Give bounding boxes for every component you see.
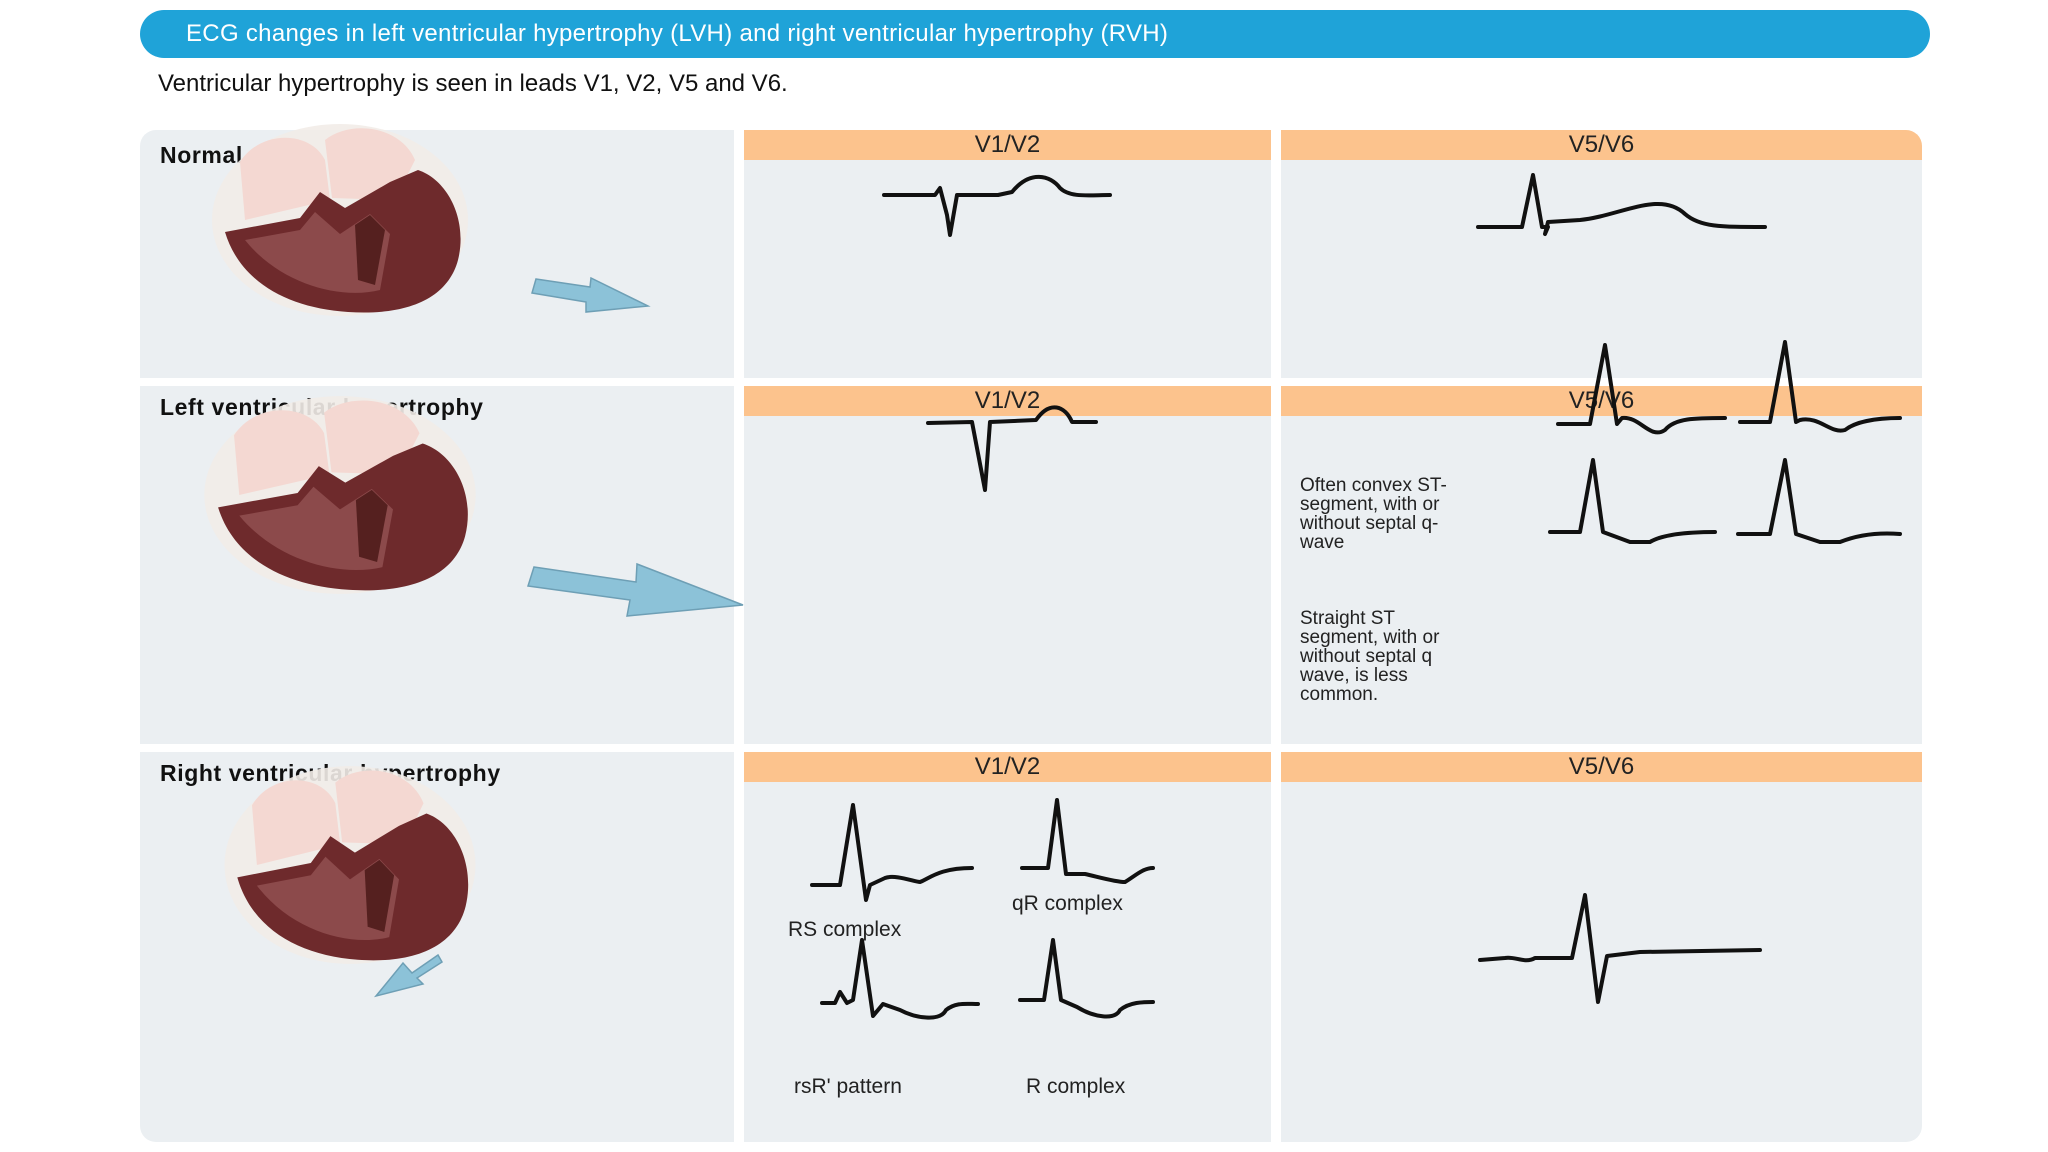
lvh-v5v6-cell <box>1281 416 1922 744</box>
ecg-rvh-rsr-pattern <box>820 938 980 1020</box>
page-subtitle: Ventricular hypertrophy is seen in leads… <box>158 70 788 97</box>
ecg-table: Normal V1/V2 V5/V6 Left ventricular hype… <box>140 124 1922 1142</box>
ecg-rvh-v5v6 <box>1478 893 1762 1004</box>
ecg-rvh-qr-complex <box>1020 798 1155 884</box>
heart-lvh-illustration <box>204 396 476 594</box>
ecg-lvh-straight-2 <box>1736 458 1902 544</box>
header-rvh-v1v2: V1/V2 <box>744 752 1271 782</box>
row-title-normal: Normal <box>160 142 243 168</box>
header-lvh-v1v2: V1/V2 <box>744 386 1271 416</box>
lvh-note-straight-st: Straight ST segment, with or without sep… <box>1300 608 1440 705</box>
rvh-v5v6-cell <box>1281 782 1922 1142</box>
header-normal-v1v2: V1/V2 <box>744 130 1271 160</box>
ecg-lvh-v1v2 <box>926 405 1098 492</box>
page-title: ECG changes in left ventricular hypertro… <box>186 20 1169 47</box>
heart-rvh-illustration <box>224 766 476 964</box>
header-rvh-v5v6: V5/V6 <box>1281 752 1922 782</box>
ecg-lvh-convex-2 <box>1738 340 1902 433</box>
vector-arrow-rvh-icon <box>373 953 444 998</box>
caption-r-complex: R complex <box>1026 1075 1126 1098</box>
ecg-and-heart-artwork <box>204 124 1902 1020</box>
vector-arrow-normal-icon <box>531 276 651 313</box>
caption-rsr-pattern: rsR' pattern <box>794 1075 902 1098</box>
header-lvh-v5v6: V5/V6 <box>1281 386 1922 416</box>
lvh-note-convex-st: Often convex ST- segment, with or withou… <box>1300 475 1447 553</box>
caption-rs-complex: RS complex <box>788 918 902 941</box>
ecg-lvh-convex-1 <box>1556 343 1727 435</box>
ecg-normal-v1v2 <box>882 174 1112 237</box>
ecg-rvh-rs-complex <box>810 803 974 902</box>
ecg-rvh-r-complex <box>1018 938 1155 1019</box>
vector-arrow-lvh-icon <box>527 562 744 617</box>
normal-v1v2-cell <box>744 160 1271 378</box>
lvh-v1v2-cell <box>744 416 1271 744</box>
ecg-normal-v5v6 <box>1476 173 1767 236</box>
normal-v5v6-cell <box>1281 160 1922 378</box>
heart-normal-illustration <box>212 124 468 316</box>
rvh-v1v2-cell <box>744 782 1271 1142</box>
ecg-lvh-straight-1 <box>1548 458 1717 544</box>
caption-qr-complex: qR complex <box>1012 892 1123 915</box>
title-bar: ECG changes in left ventricular hypertro… <box>140 10 1930 58</box>
header-normal-v5v6: V5/V6 <box>1281 130 1922 160</box>
